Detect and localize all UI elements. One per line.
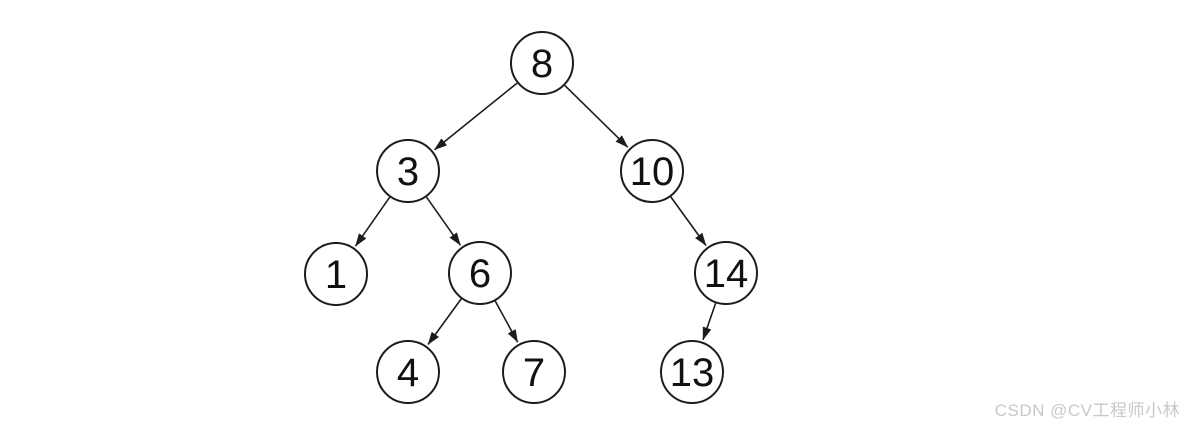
tree-edge-n10-n14 [670, 196, 707, 246]
tree-edge-n6-n4 [427, 298, 462, 345]
tree-node-circle [304, 242, 368, 306]
tree-edge-n3-n6 [425, 196, 462, 246]
tree-node-1: 1 [304, 242, 368, 306]
tree-node-14: 14 [694, 241, 758, 305]
tree-node-13: 13 [660, 340, 724, 404]
tree-edge-n6-n7 [494, 300, 519, 343]
tree-node-4: 4 [376, 340, 440, 404]
tree-node-label: 3 [397, 150, 419, 194]
tree-node-label: 8 [531, 42, 553, 86]
tree-node-circle [502, 340, 566, 404]
tree-node-7: 7 [502, 340, 566, 404]
tree-node-6: 6 [448, 241, 512, 305]
tree-node-circle [448, 241, 512, 305]
tree-edge-n14-n13 [702, 303, 717, 341]
tree-edge-n8-n10 [564, 84, 629, 148]
tree-node-label: 4 [397, 351, 419, 395]
tree-edge-n3-n1 [354, 196, 391, 247]
tree-node-circle [660, 340, 724, 404]
tree-node-circle [694, 241, 758, 305]
tree-node-label: 7 [523, 351, 545, 395]
tree-node-label: 6 [469, 252, 491, 296]
tree-node-label: 13 [670, 351, 715, 395]
watermark: CSDN @CV工程师小林 [994, 401, 1180, 420]
tree-node-circle [620, 139, 684, 203]
tree-node-label: 10 [630, 150, 675, 194]
tree-node-label: 1 [325, 253, 347, 297]
tree-node-3: 3 [376, 139, 440, 203]
tree-node-10: 10 [620, 139, 684, 203]
tree-node-circle [376, 340, 440, 404]
tree-node-label: 14 [704, 252, 749, 296]
tree-node-circle [376, 139, 440, 203]
tree-node-8: 8 [510, 31, 574, 95]
tree-node-circle [510, 31, 574, 95]
tree-edge-n8-n3 [433, 82, 518, 151]
